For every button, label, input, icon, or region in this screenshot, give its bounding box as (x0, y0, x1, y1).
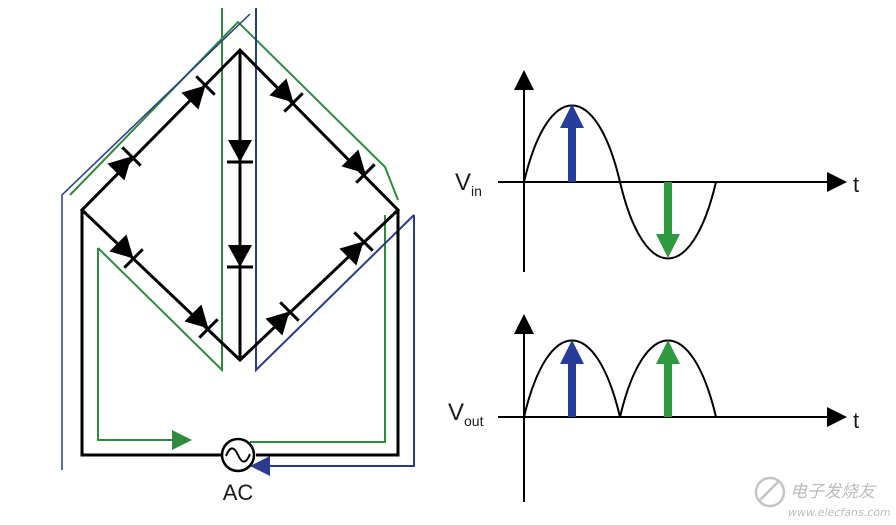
watermark-logo-icon (754, 476, 786, 508)
input-positive-arrow-icon (560, 104, 584, 182)
green-path-middle (97, 8, 223, 373)
ac-source-label: AC (223, 480, 254, 505)
watermark-url: www.elecfans.com (788, 506, 891, 519)
diode-top-left-1 (181, 75, 216, 110)
ac-source-icon (220, 437, 256, 473)
left-supply-wire (80, 210, 222, 457)
input-negative-arrow-icon (656, 182, 680, 258)
diode-top-right-1 (269, 78, 304, 113)
diode-center-2 (227, 245, 253, 269)
blue-path-middle (255, 8, 415, 373)
output-t-label: t (853, 408, 859, 433)
diode-bottom-right-2 (265, 301, 300, 336)
watermark-text: 电子发烧友 (790, 482, 877, 502)
green-path-right (250, 215, 386, 443)
diode-top-left-2 (107, 146, 142, 181)
green-current-path (97, 248, 192, 450)
green-path-outer (69, 20, 399, 201)
blue-current-path (250, 215, 415, 476)
input-t-label: t (853, 172, 859, 197)
diode-top-right-2 (341, 149, 376, 184)
circuit: AC (61, 8, 415, 505)
watermark: 电子发烧友 www.elecfans.com (754, 476, 891, 519)
diode-bottom-left-1 (109, 234, 144, 269)
output-first-arrow-icon (560, 340, 584, 417)
blue-path-outer (61, 13, 251, 470)
output-waveform-plot: Vout t (448, 314, 859, 502)
output-rectified-curve (523, 339, 717, 418)
vout-label: Vout (448, 399, 484, 429)
right-supply-wire (256, 210, 400, 457)
input-sine-curve (523, 104, 717, 260)
input-waveform-plot: Vin t (455, 70, 859, 272)
diode-bottom-right-1 (339, 231, 374, 266)
diode-bottom-left-2 (184, 304, 219, 339)
output-second-arrow-icon (656, 340, 680, 417)
vin-label: Vin (455, 169, 482, 199)
diode-center-1 (227, 140, 253, 164)
